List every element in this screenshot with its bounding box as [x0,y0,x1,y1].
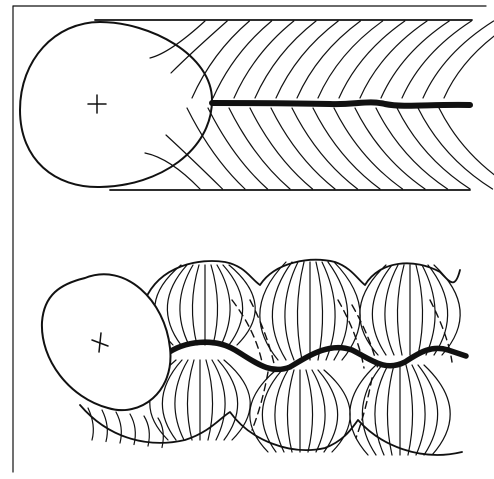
streamline [217,265,230,345]
streamline [255,21,316,98]
bottom-panel [42,260,466,455]
streamline [387,365,394,455]
streamline [150,21,205,58]
streamline [334,108,403,189]
streamlines-top-lower [145,108,494,189]
streamline [385,265,398,355]
streamline [213,21,272,98]
streamline [318,21,383,98]
streamline [416,265,423,355]
top-panel [20,20,494,190]
streamline [175,360,188,440]
streamline [271,108,335,189]
cylinder-top [20,22,212,187]
streamline [250,108,313,189]
streamline [285,262,298,360]
streamline [316,262,323,360]
streamline [116,412,121,443]
streamline [297,21,360,98]
streamline [292,108,358,189]
streamline [444,21,494,98]
streamline [88,408,93,440]
streamline [234,21,294,98]
streamline [192,265,199,345]
streamline [211,265,218,345]
streamlines-top-upper [150,21,494,98]
streamline [339,21,405,98]
streamline [381,21,449,98]
streamline [313,108,380,189]
streamline [276,21,338,98]
streamline [439,108,494,189]
streamline [422,265,435,355]
streamline [306,370,313,452]
streamline [212,360,225,440]
wake-line-bottom [165,342,466,369]
streamline [402,21,471,98]
streamline [287,370,294,452]
streamline [229,108,290,189]
center-marker-top [88,95,106,113]
streamline [275,370,288,452]
streamline [180,265,193,345]
wavy-boundary-lower [80,405,462,455]
streamline [192,21,249,98]
streamline [312,370,325,452]
page-border [13,6,486,472]
streamline [208,108,268,189]
streamline [187,360,194,440]
wake-line-top [212,102,470,105]
streamline [406,365,413,455]
streamline [360,21,427,98]
streamline [187,108,245,189]
streamline [397,265,404,355]
streamline [418,108,493,189]
streamline [397,108,470,189]
cylinder-bottom [42,274,171,410]
streamline [412,365,425,455]
streamline [166,135,223,189]
streamline [297,262,304,360]
